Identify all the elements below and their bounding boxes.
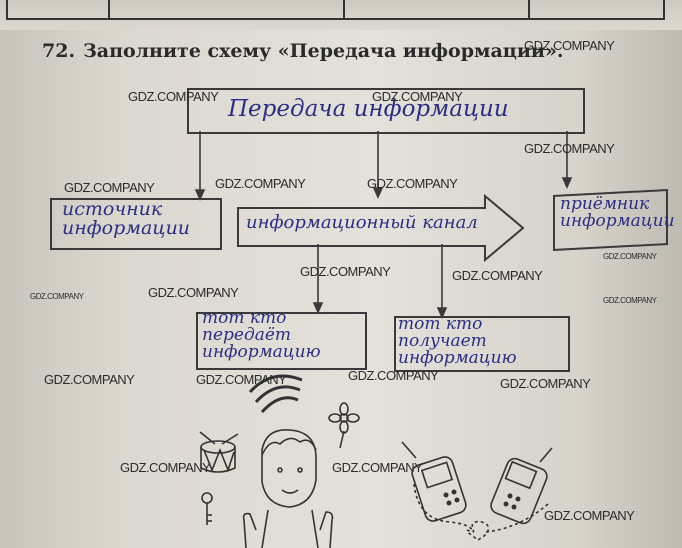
watermark: GDZ.COMPANY (603, 252, 657, 261)
watermark: GDZ.COMPANY (603, 296, 657, 305)
mobile-phone-left-icon (401, 441, 467, 522)
sound-waves-icon (248, 374, 303, 414)
watermark: GDZ.COMPANY (148, 285, 239, 300)
page-top-area (0, 0, 682, 30)
watermark: GDZ.COMPANY (64, 180, 155, 195)
receiver-box-handwriting: приёмник информации (560, 194, 675, 231)
task-heading: 72. Заполните схему «Передача информации»… (42, 40, 564, 62)
boy-icon (242, 429, 334, 548)
watermark: GDZ.COMPANY (524, 141, 615, 156)
flower-icon (328, 402, 360, 449)
table-divider (528, 0, 530, 18)
watermark: GDZ.COMPANY (544, 508, 635, 523)
task-number: 72. (42, 40, 76, 62)
heart-wave-icon (413, 483, 549, 541)
table-divider (108, 0, 110, 18)
watermark: GDZ.COMPANY (524, 38, 615, 53)
sender-desc-handwriting: тот кто передаёт информацию (202, 308, 321, 362)
sender-desc-box (196, 312, 367, 370)
watermark: GDZ.COMPANY (500, 376, 591, 391)
drum-icon (199, 431, 239, 473)
top-box-handwriting: Передача информации (228, 96, 509, 122)
watermark: GDZ.COMPANY (332, 460, 423, 475)
source-box (50, 198, 222, 250)
watermark: GDZ.COMPANY (30, 292, 84, 301)
watermark: GDZ.COMPANY (348, 368, 439, 383)
top-box (187, 88, 585, 134)
channel-arrow-handwriting: информационный канал (246, 212, 478, 233)
task-text: Заполните схему «Передача информации». (83, 40, 564, 62)
receiver-desc-handwriting: тот кто получает информацию (398, 314, 517, 368)
watermark: GDZ.COMPANY (196, 372, 287, 387)
table-divider (343, 0, 345, 18)
watermark: GDZ.COMPANY (452, 268, 543, 283)
watermark: GDZ.COMPANY (128, 89, 219, 104)
watermark: GDZ.COMPANY (120, 460, 211, 475)
watermark: GDZ.COMPANY (215, 176, 306, 191)
source-box-handwriting: источник информации (62, 198, 191, 239)
previous-table-edge (6, 0, 665, 20)
watermark: GDZ.COMPANY (367, 176, 458, 191)
channel-arrow-shape (237, 193, 525, 263)
key-icon (201, 492, 213, 525)
receiver-desc-box (394, 316, 570, 372)
watermark: GDZ.COMPANY (44, 372, 135, 387)
mobile-phone-right-icon (490, 447, 553, 525)
watermark: GDZ.COMPANY (372, 89, 463, 104)
watermark: GDZ.COMPANY (300, 264, 391, 279)
